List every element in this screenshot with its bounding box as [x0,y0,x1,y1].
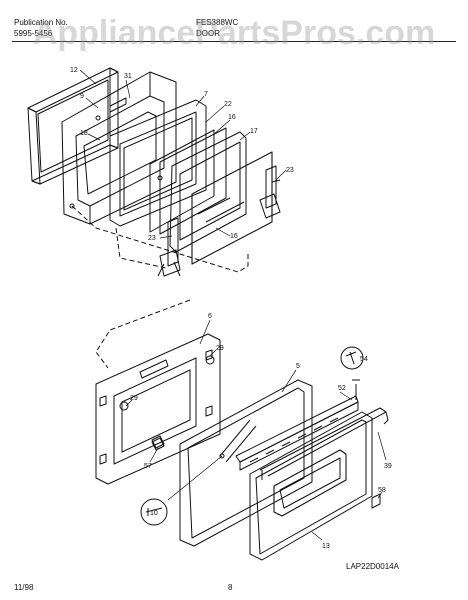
watermark-text: AppliancePartsPros.com [32,14,436,52]
screw-detail-54 [340,346,364,370]
window-frame [109,99,207,227]
outer-door-panel [249,411,373,561]
door-handle [259,407,389,480]
callout-bottom-6: 57 [144,463,152,470]
door-gasket [27,67,119,185]
left-hinge [157,217,181,277]
inner-door-liner [61,71,177,225]
callout-bottom-10: 13 [322,543,330,550]
section-title: DOOR [196,29,220,38]
screw-detail-10 [140,498,168,526]
footer-page: 8 [228,583,233,592]
vent-trim [235,395,359,471]
publication-number: 5995-5456 [14,29,53,38]
callout-bottom-8: 10 [150,510,158,517]
callout-top-7: 17 [250,128,258,135]
footer-drawing-code: LAP22D0014A [346,562,399,571]
callout-bottom-3: 5 [296,363,300,370]
callout-top-2: 9 [80,93,84,100]
callout-bottom-5: 29 [130,395,138,402]
callout-bottom-4: 52 [338,385,346,392]
callout-top-3: 7 [204,91,208,98]
glass-panels [149,127,273,265]
callout-top-8: 23 [286,167,294,174]
callout-top-9: 23 [148,235,156,242]
callout-top-10: 16 [230,233,238,240]
publication-label: Publication No. [14,18,68,27]
inner-door-panel [95,333,221,485]
callout-bottom-9: 58 [378,487,386,494]
callout-top-1: 31 [124,73,132,80]
right-hinge [259,165,281,219]
header-divider [12,41,456,42]
callout-top-4: 22 [224,101,232,108]
callout-bottom-7: 39 [384,463,392,470]
callout-top-5: 18 [80,130,88,137]
callout-top-6: 16 [228,114,236,121]
callout-bottom-0: 6 [208,313,212,320]
outer-glass [179,379,313,547]
footer-date: 11/98 [14,583,34,592]
model-number: FES388WC [196,18,239,27]
callout-bottom-2: 54 [360,356,368,363]
callout-bottom-1: 29 [216,345,224,352]
callout-top-0: 12 [70,67,78,74]
